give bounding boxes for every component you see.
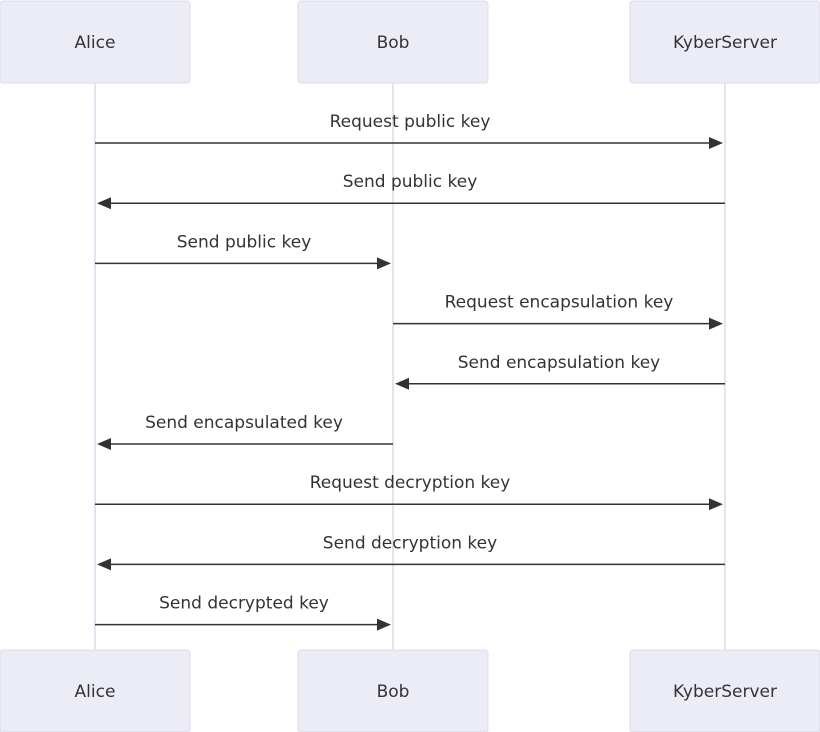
participant-box — [629, 0, 820, 84]
arrowhead-icon — [377, 257, 391, 270]
arrowhead-icon — [97, 197, 111, 210]
participant-alice-bottom: Alice — [0, 649, 191, 732]
participant-kyber-top: KyberServer — [629, 0, 820, 84]
message-3: Send public key — [95, 232, 391, 270]
participant-box — [0, 0, 191, 84]
message-label: Send encapsulated key — [145, 413, 343, 433]
participant-bob-top: Bob — [297, 0, 489, 84]
message-label: Send public key — [177, 232, 312, 252]
participant-label: Alice — [75, 33, 116, 53]
message-label: Request decryption key — [310, 473, 511, 493]
participant-label: KyberServer — [673, 33, 777, 53]
message-label: Request public key — [330, 112, 491, 132]
message-label: Send encapsulation key — [458, 353, 661, 373]
participant-label: Alice — [75, 682, 116, 702]
participant-alice-top: Alice — [0, 0, 191, 84]
arrowhead-icon — [377, 618, 391, 631]
participants-top: Alice Bob KyberServer — [0, 0, 820, 84]
participants-bottom: Alice Bob KyberServer — [0, 649, 820, 732]
message-2: Send public key — [97, 172, 725, 210]
participant-kyber-bottom: KyberServer — [629, 649, 820, 732]
arrowhead-icon — [395, 377, 409, 390]
message-label: Send decryption key — [323, 533, 497, 553]
participant-box — [297, 0, 489, 84]
arrowhead-icon — [97, 438, 111, 450]
participant-label: Bob — [377, 682, 410, 702]
message-label: Request encapsulation key — [445, 293, 674, 313]
arrowhead-icon — [709, 137, 723, 149]
message-9: Send decrypted key — [95, 594, 391, 631]
message-4: Request encapsulation key — [393, 293, 723, 330]
participant-box — [0, 649, 191, 732]
arrowhead-icon — [709, 498, 723, 511]
arrowhead-icon — [97, 558, 111, 571]
message-label: Send public key — [343, 172, 478, 192]
message-6: Send encapsulated key — [97, 413, 393, 450]
participant-bob-bottom: Bob — [297, 649, 489, 732]
message-5: Send encapsulation key — [395, 353, 725, 390]
participant-box — [297, 649, 489, 732]
arrowhead-icon — [709, 317, 723, 330]
participant-label: KyberServer — [673, 682, 777, 702]
participant-box — [629, 649, 820, 732]
message-label: Send decrypted key — [159, 594, 329, 614]
message-8: Send decryption key — [97, 533, 725, 571]
participant-label: Bob — [377, 33, 410, 53]
message-1: Request public key — [95, 112, 723, 149]
message-7: Request decryption key — [95, 473, 723, 511]
lifelines — [94, 83, 726, 650]
